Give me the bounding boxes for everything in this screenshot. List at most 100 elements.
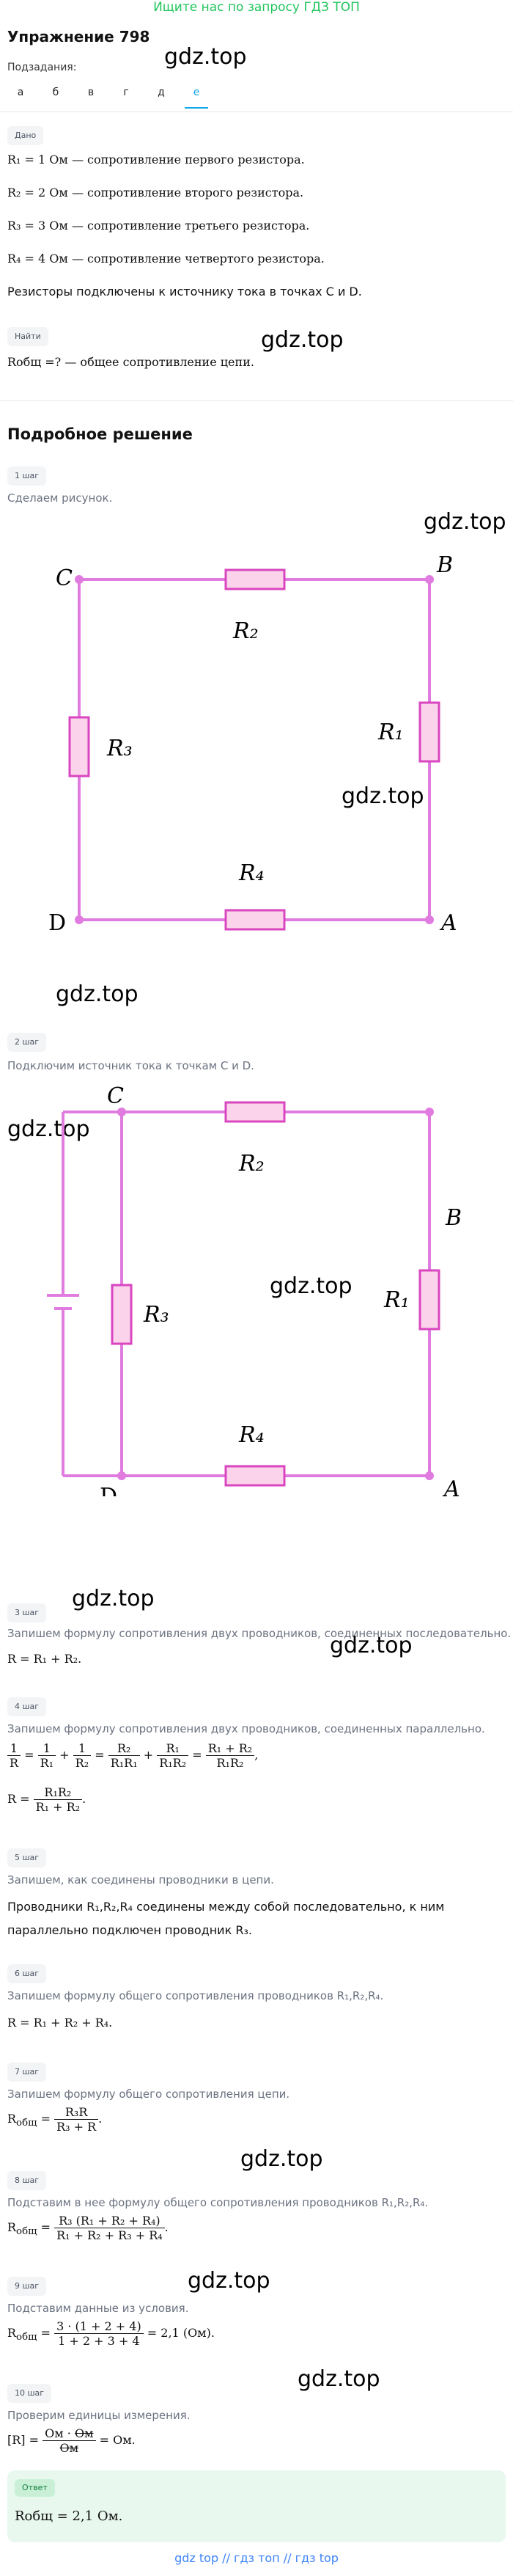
label-a: A <box>442 1477 460 1496</box>
node-c <box>75 575 84 584</box>
step-3-text: Запишем формулу сопротивления двух прово… <box>7 1627 512 1640</box>
step-9-result: = 2,1 (Ом). <box>147 2326 215 2340</box>
step-9-text: Подставим данные из условия. <box>7 2302 189 2315</box>
tab-b[interactable]: б <box>52 87 59 98</box>
step-2-text: Подключим источник тока к точкам C и D. <box>7 1059 254 1072</box>
watermark: gdz.top <box>298 2366 380 2392</box>
resistor-r2 <box>224 1101 286 1123</box>
given-r4: R₄ = 4 Ом — сопротивление четвертого рез… <box>7 252 325 266</box>
watermark: gdz.top <box>164 44 247 70</box>
step-5-line-1: Проводники R₁,R₂,R₄ соединены между собо… <box>7 1900 445 1914</box>
step-7-badge: 7 шаг <box>7 2063 47 2082</box>
circuit-diagram-1: C B D A R₁ R₂ R₃ R₄ <box>48 552 457 936</box>
label-r2: R₂ <box>232 618 259 644</box>
answer-text: Rобщ = 2,1 Ом. <box>15 2509 123 2524</box>
active-tab-indicator <box>185 107 208 109</box>
watermark: gdz.top <box>424 509 506 535</box>
node-d <box>117 1471 126 1480</box>
label-r3: R₃ <box>143 1302 169 1328</box>
label-r4: R₄ <box>238 1422 265 1448</box>
resistor-r2 <box>224 568 286 590</box>
top-search-hint-link[interactable]: Ищите нас по запросу ГДЗ ТОП <box>153 0 360 15</box>
watermark: gdz.top <box>240 2146 323 2172</box>
label-a: A <box>439 910 457 936</box>
step-5-text: Запишем, как соединены проводники в цепи… <box>7 1873 274 1887</box>
given-r1: R₁ = 1 Ом — сопротивление первого резист… <box>7 153 305 167</box>
subtask-tabs: а б в г д е <box>0 78 513 111</box>
tab-e[interactable]: е <box>193 87 200 98</box>
given-r3: R₃ = 3 Ом — сопротивление третьего резис… <box>7 219 310 233</box>
step-5-line-2: параллельно подключен проводник R₃. <box>7 1923 252 1937</box>
watermark: gdz.top <box>270 1273 353 1299</box>
label-r2: R₂ <box>238 1151 265 1177</box>
node-a <box>425 915 434 924</box>
step-3-formula: R = R₁ + R₂. <box>7 1652 82 1666</box>
node-b <box>425 1108 434 1116</box>
tabs-divider <box>0 111 513 112</box>
tab-g[interactable]: г <box>123 87 129 98</box>
circuit-diagram-2: C B D A R₁ R₂ R₃ R₄ <box>47 1086 462 1496</box>
find-text: Rобщ =? — общее сопротивление цепи. <box>7 355 254 369</box>
resistor-r4 <box>224 1465 286 1487</box>
step-4-badge: 4 шаг <box>7 1697 47 1716</box>
node-d <box>75 915 84 924</box>
node-c <box>117 1108 126 1116</box>
step-7-text: Запишем формулу общего сопротивления цеп… <box>7 2087 290 2101</box>
label-d: D <box>100 1484 117 1496</box>
label-r3: R₃ <box>106 736 133 761</box>
bottom-links[interactable]: gdz top // гдз топ // гдз top <box>174 2551 339 2565</box>
section-divider <box>0 400 513 401</box>
answer-box <box>7 2470 506 2542</box>
resistor-r4 <box>224 909 286 931</box>
step-9-formula: Rобщ = 3 · (1 + 2 + 4)1 + 2 + 3 + 4 = 2,… <box>7 2319 215 2348</box>
step-10-badge: 10 шаг <box>7 2384 52 2403</box>
watermark: gdz.top <box>342 783 424 809</box>
resistor-r1 <box>418 701 440 763</box>
watermark: gdz.top <box>56 981 139 1007</box>
step-5-badge: 5 шаг <box>7 1848 47 1867</box>
resistor-r3 <box>111 1284 133 1345</box>
resistor-r3 <box>68 716 90 777</box>
step-8-formula: Rобщ = R₃ (R₁ + R₂ + R₄)R₁ + R₂ + R₃ + R… <box>7 2214 169 2242</box>
step-2-badge: 2 шаг <box>7 1033 47 1052</box>
label-d: D <box>48 910 66 936</box>
step-10-text: Проверим единицы измерения. <box>7 2409 191 2422</box>
step-8-badge: 8 шаг <box>7 2171 47 2190</box>
step-6-badge: 6 шаг <box>7 1964 47 1983</box>
step-10-result: = Ом. <box>99 2433 136 2447</box>
node-a <box>425 1471 434 1480</box>
node-b <box>425 575 434 584</box>
watermark: gdz.top <box>261 327 344 353</box>
resistor-r1 <box>418 1269 440 1331</box>
label-r1: R₁ <box>383 1287 410 1313</box>
label-c: C <box>107 1086 124 1109</box>
step-4-text: Запишем формулу сопротивления двух прово… <box>7 1722 485 1735</box>
wires <box>78 578 431 921</box>
tab-v[interactable]: в <box>87 87 95 98</box>
label-b: B <box>445 1205 462 1231</box>
step-9-badge: 9 шаг <box>7 2277 47 2296</box>
step-1-text: Сделаем рисунок. <box>7 491 113 505</box>
tab-d[interactable]: д <box>158 87 165 98</box>
label-c: C <box>56 566 73 591</box>
answer-badge: Ответ <box>15 2479 55 2497</box>
solution-heading: Подробное решение <box>7 425 193 443</box>
given-r2: R₂ = 2 Ом — сопротивление второго резист… <box>7 186 304 200</box>
step-6-formula: R = R₁ + R₂ + R₄. <box>7 2016 113 2030</box>
tab-a[interactable]: а <box>17 87 24 98</box>
step-8-text: Подставим в нее формулу общего сопротивл… <box>7 2196 429 2209</box>
label-r1: R₁ <box>377 720 404 745</box>
exercise-title: Упражнение 798 <box>7 28 150 45</box>
given-badge: Дано <box>7 126 44 145</box>
step-3-badge: 3 шаг <box>7 1603 47 1622</box>
wires <box>62 1110 431 1477</box>
watermark: gdz.top <box>188 2268 270 2294</box>
watermark: gdz.top <box>72 1586 155 1611</box>
step-6-text: Запишем формулу общего сопротивления про… <box>7 1989 384 2002</box>
label-r4: R₄ <box>238 860 265 886</box>
label-b: B <box>436 552 453 578</box>
